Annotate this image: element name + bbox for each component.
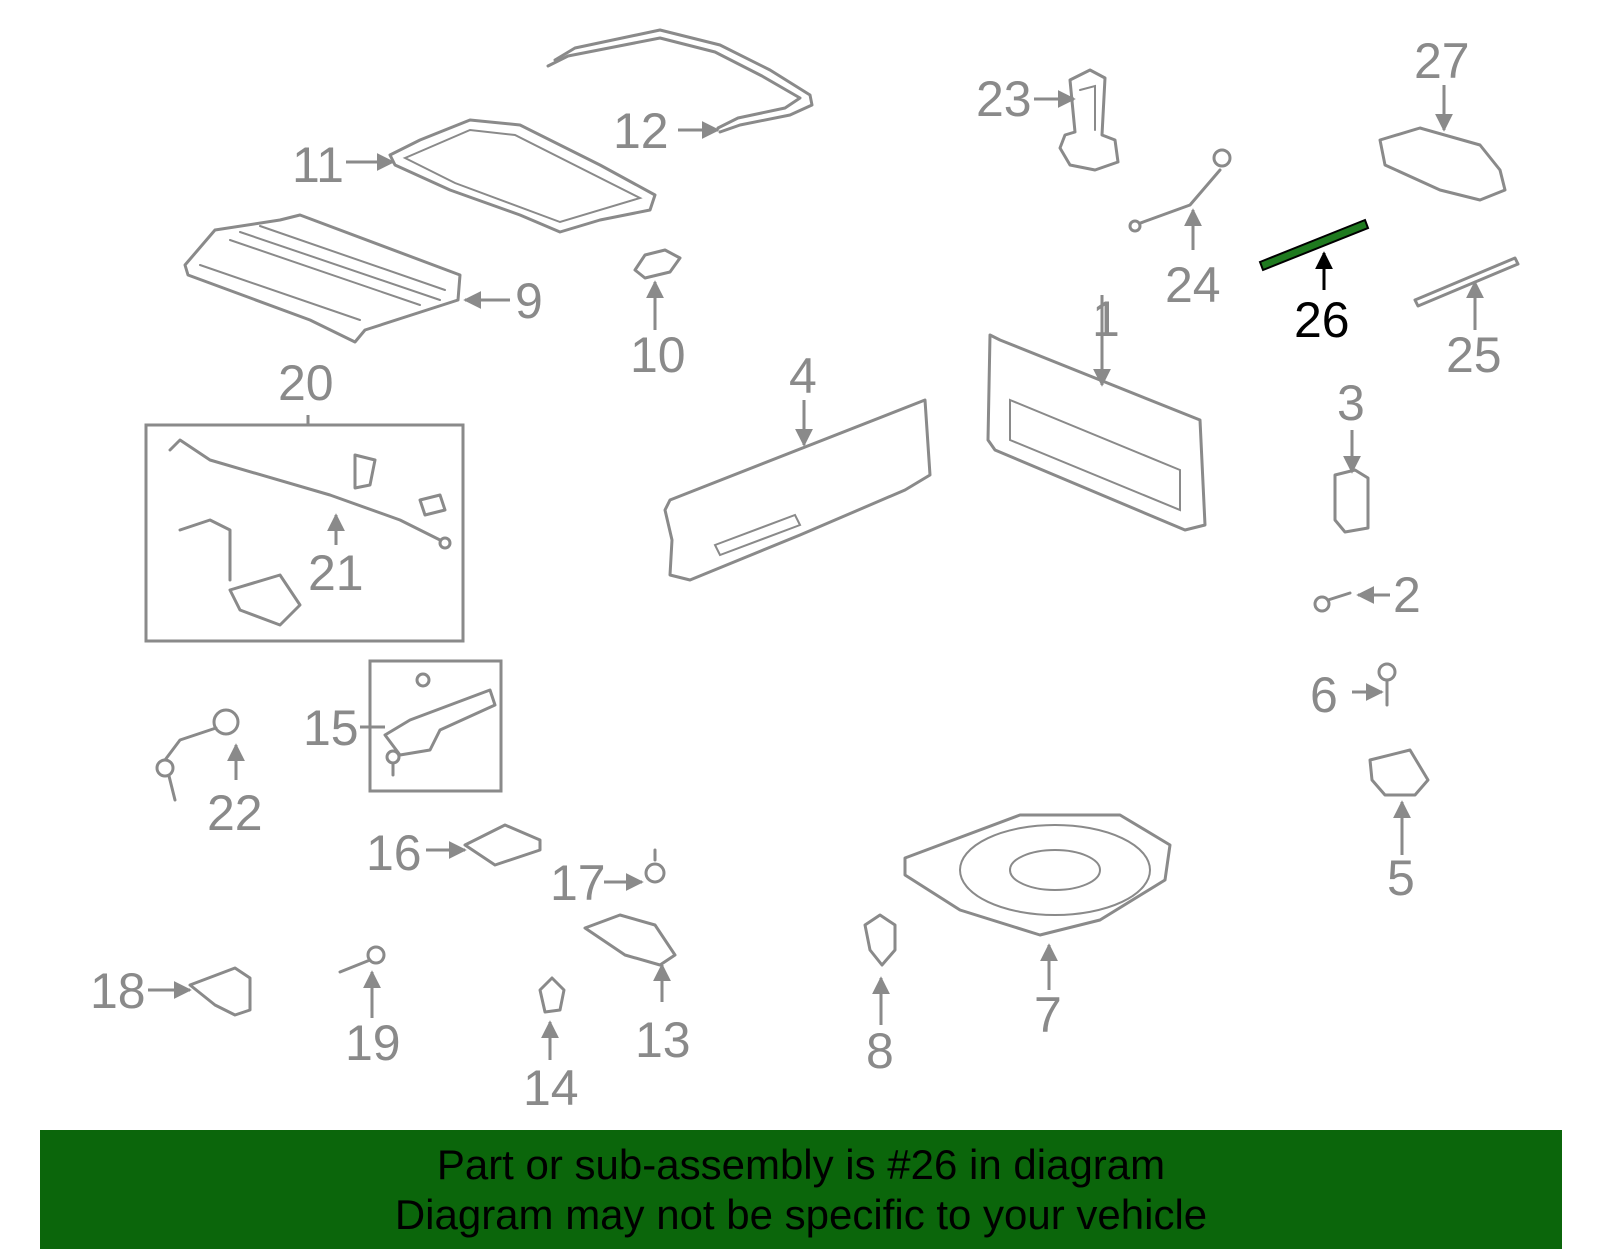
callout-14: 14: [523, 1060, 579, 1116]
callout-7: 7: [1034, 987, 1062, 1043]
part-26-highlighted-bar: [1258, 218, 1370, 272]
callout-2: 2: [1393, 567, 1421, 623]
part-27-cover: [1378, 126, 1507, 202]
callout-21: 21: [308, 545, 364, 601]
callout-9: 9: [515, 273, 543, 329]
part-8-clip: [863, 913, 897, 967]
part-15-box: [368, 659, 503, 793]
part-16-clip: [463, 823, 542, 867]
callout-13: 13: [635, 1012, 691, 1068]
callout-15: 15: [303, 700, 359, 756]
part-23-jack: [1058, 68, 1120, 172]
part-7-tire-tray: [903, 813, 1172, 937]
callout-25: 25: [1446, 327, 1502, 383]
callout-4: 4: [789, 348, 817, 404]
callout-18: 18: [90, 963, 146, 1019]
callout-17: 17: [550, 855, 606, 911]
part-3-block: [1333, 468, 1370, 534]
callout-12: 12: [613, 103, 669, 159]
callout-8: 8: [866, 1023, 894, 1079]
callout-labels: 1 2 3 4 5 6 7 8 9 10 11 12 13 14 15 16 1…: [90, 33, 1502, 1116]
part-20-box: [144, 423, 465, 643]
callout-27: 27: [1414, 33, 1470, 89]
callout-22: 22: [207, 785, 263, 841]
part-17-bolt: [644, 848, 666, 884]
banner-line-1: Part or sub-assembly is #26 in diagram: [436, 1140, 1166, 1188]
part-13-bracket: [583, 913, 677, 967]
part-9-floor-board: [183, 213, 462, 344]
part-14-clip: [538, 976, 566, 1014]
part-10-clip: [633, 248, 682, 280]
part-22-lock: [155, 708, 240, 802]
part-11-tray: [388, 118, 657, 234]
callout-3: 3: [1337, 375, 1365, 431]
banner-line-2: Diagram may not be specific to your vehi…: [394, 1190, 1208, 1238]
part-18-bracket: [188, 966, 252, 1017]
banner-background: [40, 1130, 1562, 1249]
callout-10: 10: [630, 327, 686, 383]
part-2-bolt: [1313, 591, 1352, 613]
part-4-side-panel: [663, 398, 932, 582]
part-12-seal: [546, 28, 814, 134]
callout-6: 6: [1310, 667, 1338, 723]
callout-16: 16: [366, 825, 422, 881]
callout-26: 26: [1294, 292, 1350, 348]
part-25-strip: [1413, 256, 1520, 308]
callout-23: 23: [976, 71, 1032, 127]
callout-20: 20: [278, 355, 334, 411]
part-1-panel: [986, 333, 1207, 532]
callout-24: 24: [1165, 257, 1221, 313]
info-banner: Part or sub-assembly is #26 in diagram D…: [40, 1130, 1562, 1249]
part-5-bracket: [1368, 748, 1430, 797]
callout-11: 11: [292, 137, 344, 193]
part-24-jack-handle: [1128, 148, 1232, 233]
callout-5: 5: [1387, 850, 1415, 906]
part-6-bolt: [1377, 662, 1397, 707]
leader-arrows: [148, 85, 1484, 1060]
callout-19: 19: [345, 1015, 401, 1071]
part-19-bolt: [338, 945, 386, 974]
callout-1: 1: [1092, 291, 1120, 347]
